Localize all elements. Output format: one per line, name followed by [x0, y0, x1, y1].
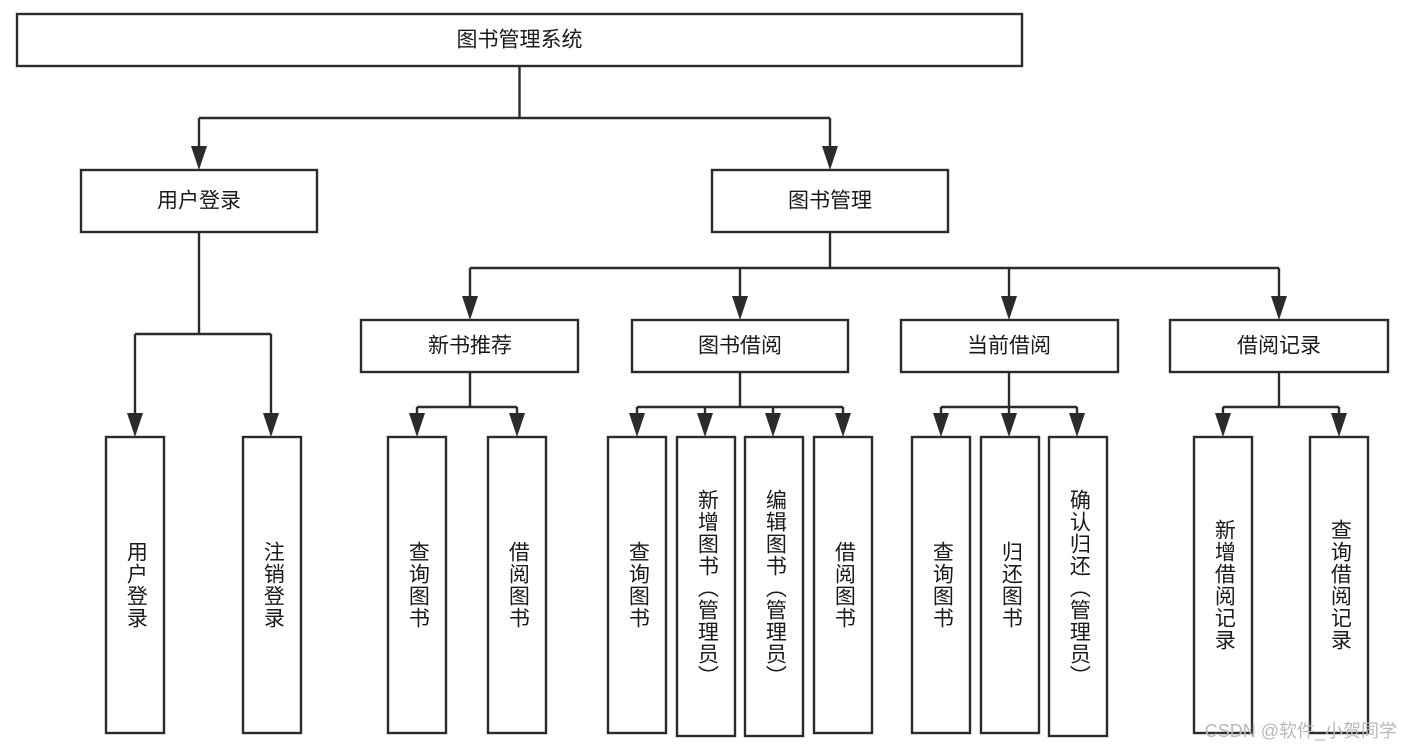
- arrow-head-icon: [509, 413, 525, 437]
- leaf-label: 新增借阅记录: [1212, 519, 1236, 651]
- leaf-return-book[interactable]: 归还图书: [981, 437, 1039, 733]
- leaf-label: 借阅图书: [832, 541, 856, 629]
- arrow-head-icon: [732, 296, 748, 320]
- node-system-title[interactable]: 图书管理系统: [15, 12, 1024, 68]
- leaf-confirm-return[interactable]: 确认归还（管理员）: [1049, 440, 1107, 736]
- node-label: 当前借阅: [967, 335, 1051, 358]
- node-borrow-record[interactable]: 借阅记录: [1168, 318, 1390, 374]
- leaf-box-add-book[interactable]: [675, 435, 737, 738]
- leaf-query-book-3[interactable]: 查询图书: [912, 437, 970, 733]
- watermark-text: CSDN @软件_小贺同学: [1204, 721, 1397, 741]
- leaf-box-confirm-return[interactable]: [1047, 435, 1109, 738]
- arrow-head-icon: [1331, 413, 1347, 437]
- node-user-login[interactable]: 用户登录: [79, 168, 319, 234]
- leaf-label: 查询图书: [406, 541, 430, 629]
- arrow-head-icon: [409, 413, 425, 437]
- node-label: 图书管理系统: [457, 29, 583, 52]
- connector-root-to-level2: [191, 66, 838, 170]
- arrow-head-icon: [1069, 413, 1085, 437]
- leaf-box-borrow-book-2[interactable]: [812, 435, 874, 735]
- connector-bookmgmt-to-level3: [462, 232, 1287, 320]
- leaf-box-query-book-2[interactable]: [606, 435, 668, 735]
- node-book-management[interactable]: 图书管理: [710, 168, 950, 234]
- arrow-head-icon: [697, 413, 713, 437]
- node-label: 图书借阅: [698, 335, 782, 358]
- connector-borrowrecord-to-leaves: [1215, 372, 1347, 437]
- arrow-head-icon: [765, 413, 781, 437]
- leaf-add-book[interactable]: 新增图书（管理员）: [677, 440, 735, 736]
- node-current-borrow[interactable]: 当前借阅: [899, 318, 1120, 374]
- arrow-head-icon: [629, 413, 645, 437]
- node-label: 新书推荐: [428, 335, 512, 358]
- arrow-head-icon: [1001, 413, 1017, 437]
- arrow-head-icon: [191, 146, 207, 170]
- leaf-label: 新增图书（管理员）: [695, 489, 719, 687]
- leaf-label: 查询图书: [930, 541, 954, 629]
- node-book-borrow[interactable]: 图书借阅: [630, 318, 850, 374]
- arrow-head-icon: [1215, 413, 1231, 437]
- leaf-box-add-record[interactable]: [1192, 435, 1254, 735]
- leaf-add-record[interactable]: 新增借阅记录: [1194, 437, 1252, 733]
- leaf-label: 用户登录: [124, 541, 148, 629]
- arrow-head-icon: [822, 146, 838, 170]
- arrow-head-icon: [1271, 296, 1287, 320]
- leaf-borrow-book-2[interactable]: 借阅图书: [814, 437, 872, 733]
- connector-newbook-to-leaves: [409, 372, 525, 437]
- leaf-label: 确认归还（管理员）: [1067, 489, 1091, 687]
- leaf-box-query-record[interactable]: [1308, 435, 1370, 735]
- node-new-book-recommend[interactable]: 新书推荐: [359, 318, 580, 374]
- leaf-label: 归还图书: [999, 541, 1023, 629]
- arrow-head-icon: [835, 413, 851, 437]
- leaf-label: 借阅图书: [506, 541, 530, 629]
- connector-userlogin-to-leaves: [127, 232, 279, 437]
- connector-currentborrow-to-leaves: [933, 372, 1085, 437]
- connector-bookborrow-to-leaves: [629, 372, 851, 437]
- leaf-query-book-2[interactable]: 查询图书: [608, 437, 666, 733]
- leaf-label: 注销登录: [261, 541, 285, 629]
- leaf-label: 查询图书: [626, 541, 650, 629]
- leaf-box-return-book[interactable]: [979, 435, 1041, 735]
- leaf-logout-login[interactable]: 注销登录: [243, 437, 301, 733]
- leaf-user-login[interactable]: 用户登录: [106, 437, 164, 733]
- leaf-edit-book[interactable]: 编辑图书（管理员）: [745, 440, 803, 736]
- leaf-query-record[interactable]: 查询借阅记录: [1310, 437, 1368, 733]
- leaf-box-query-book-3[interactable]: [910, 435, 972, 735]
- leaf-label: 编辑图书（管理员）: [763, 489, 787, 687]
- leaf-box-borrow-book-1[interactable]: [486, 435, 548, 735]
- leaf-box-logout-login[interactable]: [241, 435, 303, 735]
- node-label: 图书管理: [788, 190, 872, 213]
- arrow-head-icon: [263, 413, 279, 437]
- arrow-head-icon: [1001, 296, 1017, 320]
- leaf-box-user-login[interactable]: [104, 435, 166, 735]
- node-label: 借阅记录: [1237, 335, 1321, 358]
- leaf-query-book-1[interactable]: 查询图书: [388, 437, 446, 733]
- arrow-head-icon: [933, 413, 949, 437]
- arrow-head-icon: [127, 413, 143, 437]
- node-label: 用户登录: [157, 190, 241, 213]
- leaf-label: 查询借阅记录: [1328, 519, 1352, 651]
- arrow-head-icon: [462, 296, 478, 320]
- leaf-borrow-book-1[interactable]: 借阅图书: [488, 437, 546, 733]
- leaf-box-edit-book[interactable]: [743, 435, 805, 738]
- leaf-box-query-book-1[interactable]: [386, 435, 448, 735]
